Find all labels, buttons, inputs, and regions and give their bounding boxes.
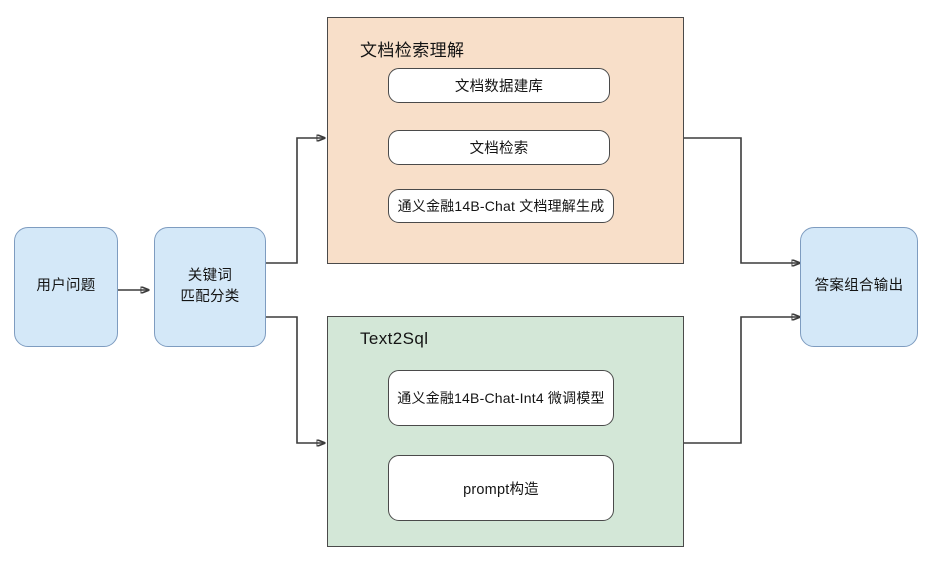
box-doc-retrieval[interactable]: 文档检索 xyxy=(388,130,610,165)
edge-classify-to-sql-group xyxy=(266,316,325,443)
edge-classify-to-doc-group xyxy=(266,138,325,264)
box-prompt-construct-label: prompt构造 xyxy=(463,481,539,498)
node-answer-output-label: 答案组合输出 xyxy=(814,278,904,295)
box-finetuned-model[interactable]: 通义金融14B-Chat-Int4 微调模型 xyxy=(388,370,614,426)
box-doc-db-build[interactable]: 文档数据建库 xyxy=(388,68,610,103)
box-prompt-construct[interactable]: prompt构造 xyxy=(388,455,614,521)
node-user-question-label: 用户问题 xyxy=(36,278,96,295)
box-doc-understand-gen-label: 通义金融14B-Chat 文档理解生成 xyxy=(397,198,605,214)
box-doc-understand-gen[interactable]: 通义金融14B-Chat 文档理解生成 xyxy=(388,189,614,223)
box-finetuned-model-label: 通义金融14B-Chat-Int4 微调模型 xyxy=(397,390,605,406)
edge-doc-group-to-answer xyxy=(683,137,800,263)
node-answer-output[interactable]: 答案组合输出 xyxy=(800,227,918,347)
node-keyword-classify-line1: 关键词 xyxy=(187,267,233,284)
box-doc-retrieval-label: 文档检索 xyxy=(469,141,529,157)
group-title-text2sql: Text2Sql xyxy=(360,329,429,348)
group-title-doc-retrieval-understanding: 文档检索理解 xyxy=(360,41,465,60)
node-keyword-classify[interactable]: 关键词 匹配分类 xyxy=(154,227,266,347)
node-user-question[interactable]: 用户问题 xyxy=(14,227,118,347)
node-keyword-classify-line2: 匹配分类 xyxy=(180,289,240,305)
edge-sql-group-to-answer xyxy=(683,317,800,444)
box-doc-db-build-label: 文档数据建库 xyxy=(454,79,544,95)
